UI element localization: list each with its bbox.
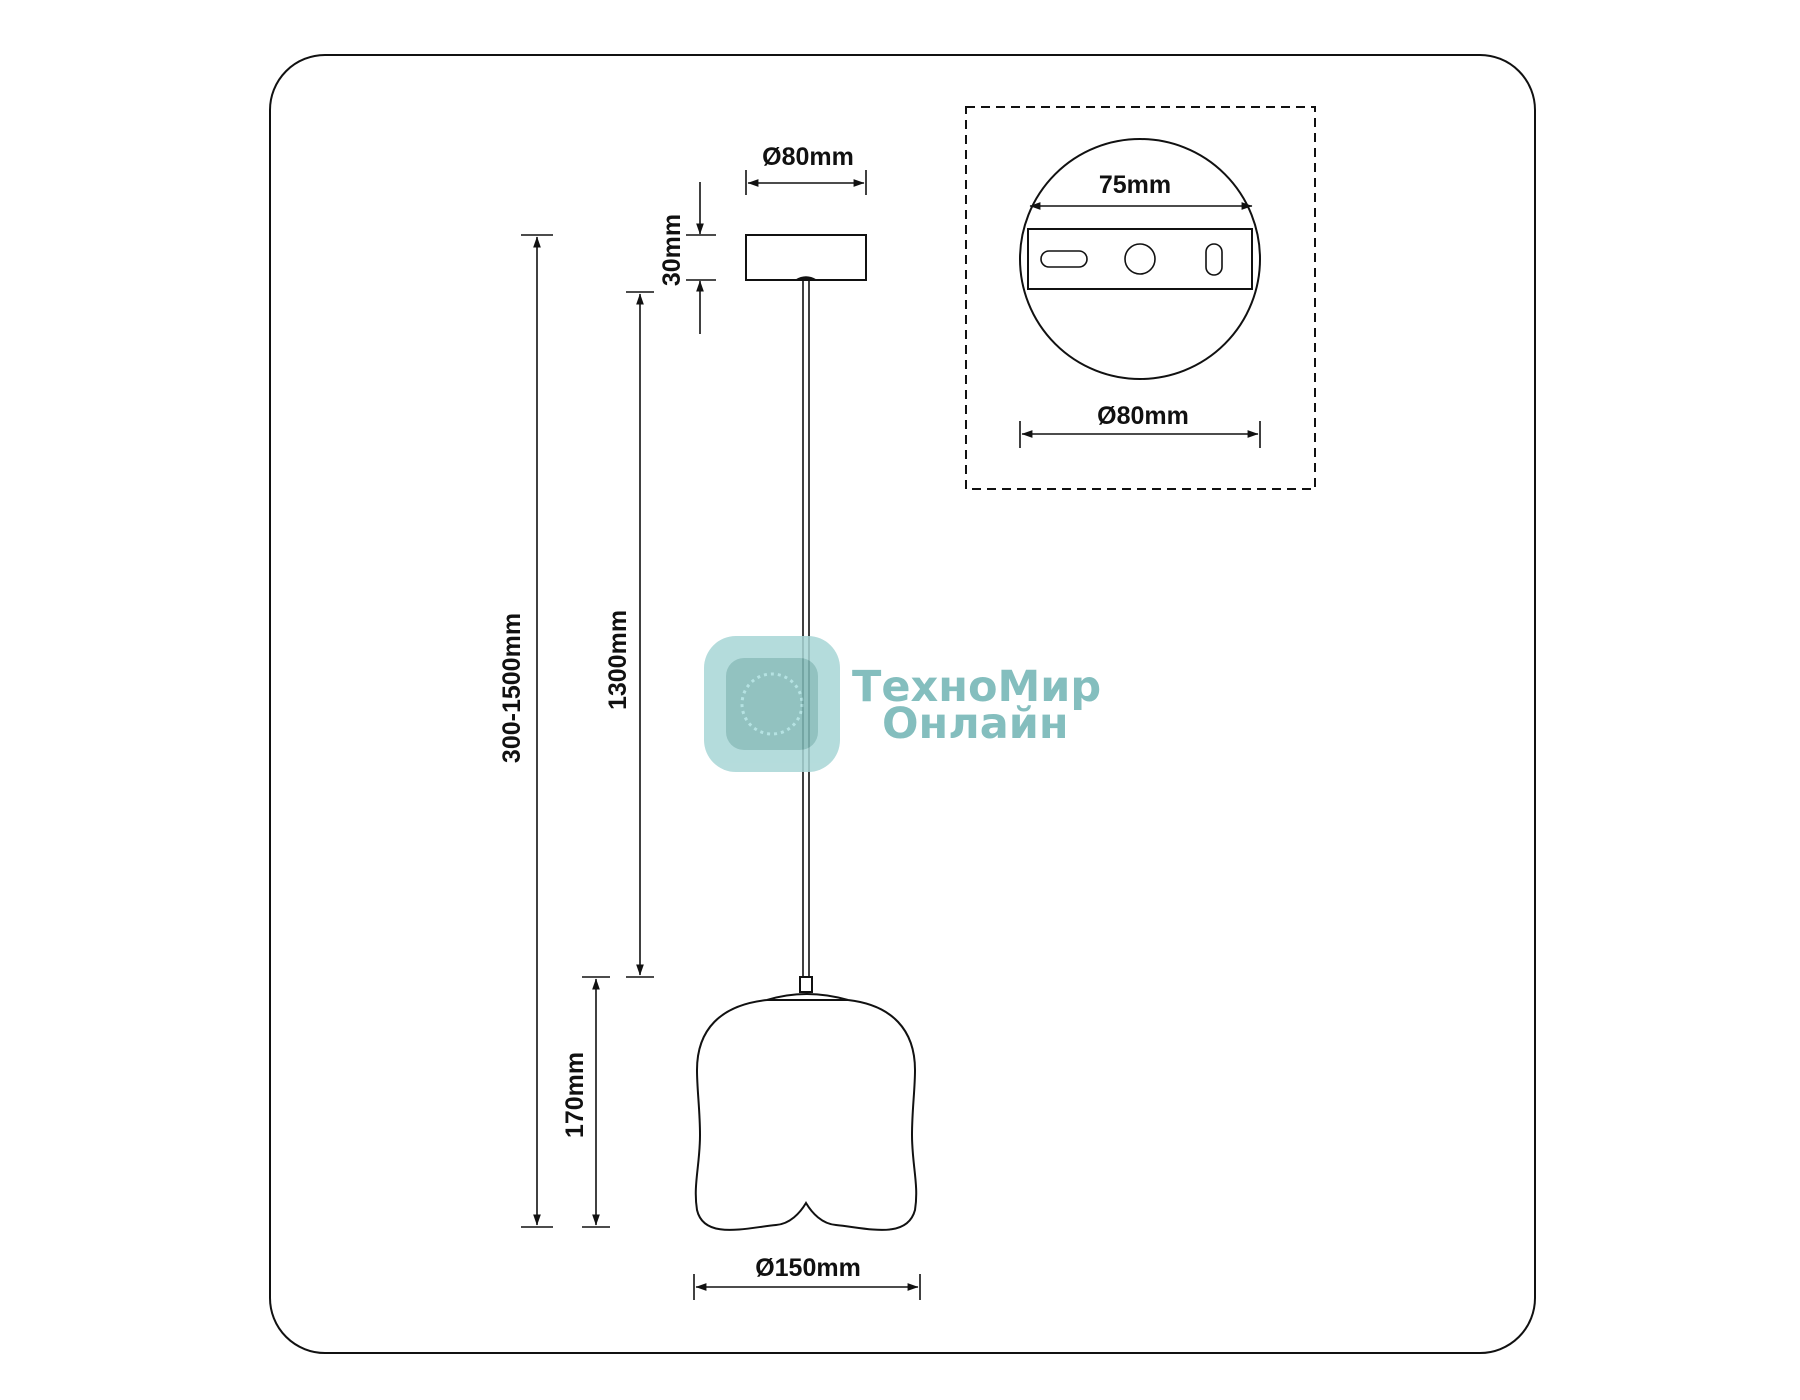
watermark-line-1: ТехноМир bbox=[852, 662, 1101, 712]
canopy-body bbox=[745, 234, 867, 281]
canopy-height-label: 30mm bbox=[658, 214, 686, 286]
canopy-cable-grip bbox=[793, 276, 819, 281]
canopy-top-view: 75mm Ø80mm bbox=[965, 106, 1316, 490]
shade-top-cap bbox=[766, 993, 849, 1001]
glass-shade bbox=[694, 976, 918, 1231]
canopy-diameter-label: Ø80mm bbox=[762, 143, 854, 171]
watermark-logo-globe bbox=[740, 672, 804, 736]
cable-length-label: 1300mm bbox=[604, 610, 632, 710]
canopy-top-diameter-label: Ø80mm bbox=[1097, 402, 1189, 430]
watermark-line-2: Онлайн bbox=[882, 699, 1069, 749]
total-height-label: 300-1500mm bbox=[498, 613, 526, 763]
inset-dashed-frame bbox=[965, 106, 1316, 490]
shade-cable-holder bbox=[799, 976, 813, 993]
shade-body bbox=[694, 999, 918, 1231]
mounting-bracket bbox=[1027, 228, 1253, 290]
shade-diameter-label: Ø150mm bbox=[755, 1254, 861, 1282]
bracket-slot-right bbox=[1205, 243, 1223, 276]
shade-height-label: 170mm bbox=[561, 1052, 589, 1138]
bracket-slot-left bbox=[1040, 250, 1088, 268]
bracket-center-hole bbox=[1124, 243, 1156, 275]
canopy-side-view: Ø80mm 30mm bbox=[658, 143, 867, 334]
watermark-logo-inner bbox=[726, 658, 818, 750]
bracket-width-label: 75mm bbox=[1099, 171, 1171, 199]
watermark-logo: ТехноМир Онлайн bbox=[704, 636, 1101, 772]
drawing-frame bbox=[269, 54, 1536, 1354]
canopy-circle bbox=[1019, 138, 1261, 380]
